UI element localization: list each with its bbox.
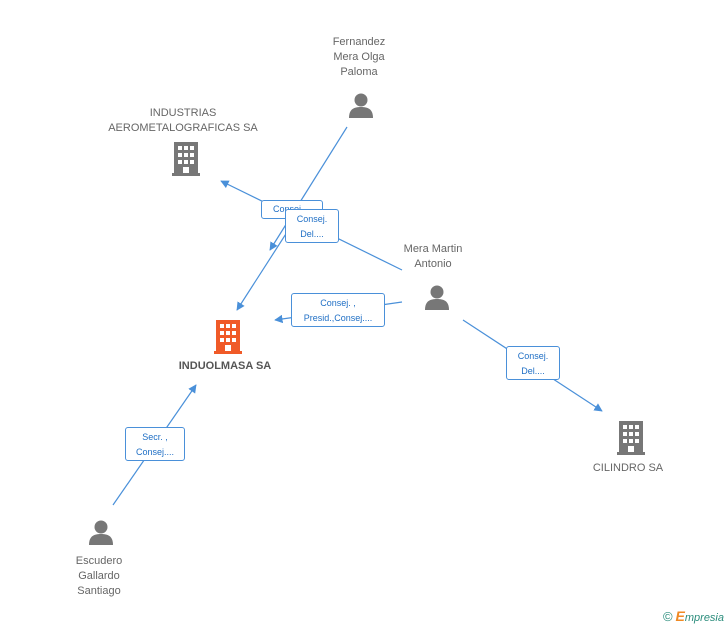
node-label-fernandez[interactable]: Fernandez Mera Olga Paloma bbox=[332, 36, 386, 78]
node-label-induolmasa[interactable]: INDUOLMASA SA bbox=[178, 360, 272, 372]
empresia-logo: ©Empresia bbox=[663, 608, 724, 624]
node-label-escudero[interactable]: Escudero Gallardo Santiago bbox=[75, 555, 123, 597]
edge-label-mera-industrias[interactable]: Consej. Del.... bbox=[285, 209, 339, 243]
edge-line-fernandez-industrias bbox=[269, 126, 348, 251]
brand-initial: E bbox=[675, 608, 685, 624]
copyright-symbol: © bbox=[662, 609, 673, 624]
brand-name: mpresia bbox=[684, 612, 724, 624]
building-icon[interactable] bbox=[617, 421, 645, 455]
person-icon[interactable] bbox=[425, 285, 449, 311]
node-label-cilindro[interactable]: CILINDRO SA bbox=[592, 462, 664, 474]
building-icon[interactable] bbox=[172, 142, 200, 176]
edge-label-mera-cilindro[interactable]: Consej. Del.... bbox=[506, 346, 560, 380]
node-label-mera-martin[interactable]: Mera Martin Antonio bbox=[403, 243, 463, 270]
person-icon[interactable] bbox=[349, 93, 373, 119]
edge-label-escudero-induolmasa[interactable]: Secr. , Consej.... bbox=[125, 427, 185, 461]
edge-label-mera-induolmasa[interactable]: Consej. , Presid.,Consej.... bbox=[291, 293, 385, 327]
person-icon[interactable] bbox=[89, 520, 113, 546]
building-icon[interactable] bbox=[214, 320, 242, 354]
node-label-industrias[interactable]: INDUSTRIAS AEROMETALOGRAFICAS SA bbox=[108, 107, 258, 134]
